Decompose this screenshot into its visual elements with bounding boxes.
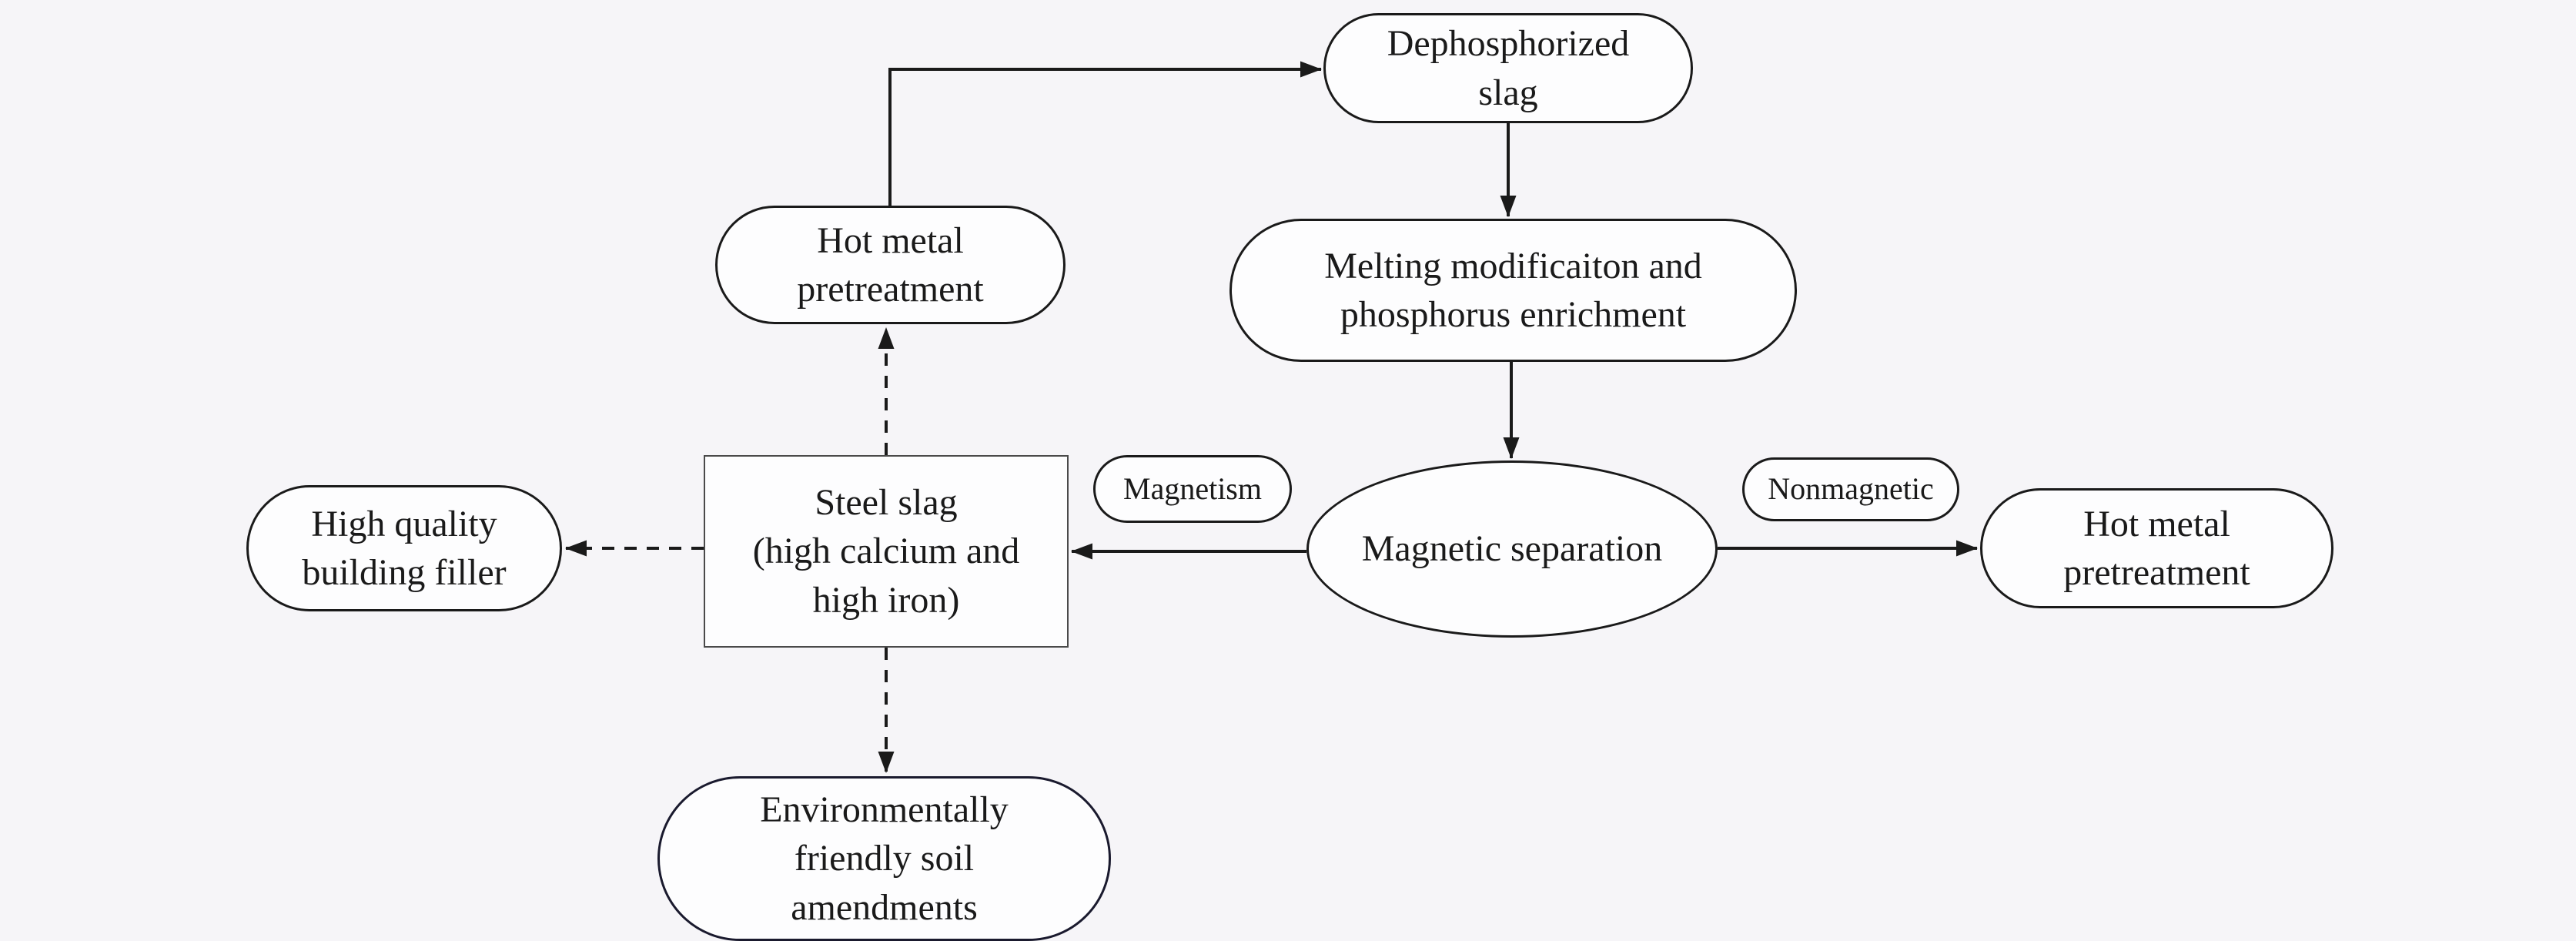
node-dephosphorized-slag: Dephosphorized slag	[1323, 13, 1693, 123]
node-steel-slag: Steel slag (high calcium and high iron)	[704, 455, 1069, 648]
edge-label-magnetism: Magnetism	[1093, 455, 1292, 523]
node-hot-metal-pretreatment-right: Hot metal pretreatment	[1980, 488, 2333, 608]
node-high-quality-building-filler: High quality building filler	[246, 485, 562, 611]
node-hot-metal-pretreatment-top: Hot metal pretreatment	[715, 206, 1066, 324]
arrow-hot-metal-to-dephosphorized-slag	[888, 61, 1322, 206]
edge-label-nonmagnetic: Nonmagnetic	[1742, 457, 1959, 521]
node-melting-modification: Melting modificaiton and phosphorus enri…	[1229, 219, 1797, 362]
node-magnetic-separation: Magnetic separation	[1306, 460, 1718, 638]
node-soil-amendments: Environmentally friendly soil amendments	[657, 776, 1111, 941]
